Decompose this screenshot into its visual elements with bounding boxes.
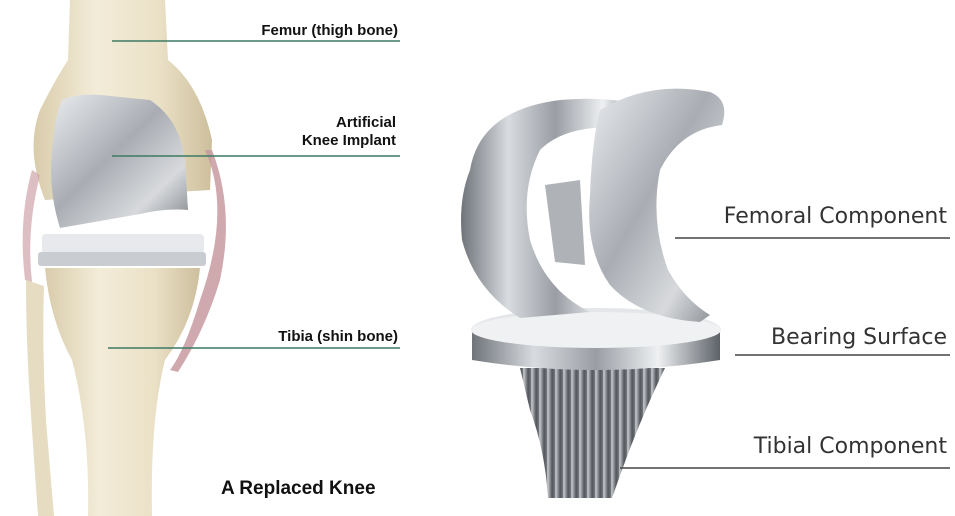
tibia-label: Tibia (shin bone) [210, 328, 398, 346]
implant-label: Artificial Knee Implant [210, 114, 396, 150]
tibial-component-label: Tibial Component [754, 434, 947, 459]
left-knee-drawing [23, 0, 226, 516]
femur-label: Femur (thigh bone) [210, 22, 398, 40]
figure-caption: A Replaced Knee [221, 478, 376, 500]
implant-drawing [461, 89, 724, 498]
bearing-surface-label: Bearing Surface [771, 325, 947, 350]
femoral-component-label: Femoral Component [724, 204, 947, 229]
